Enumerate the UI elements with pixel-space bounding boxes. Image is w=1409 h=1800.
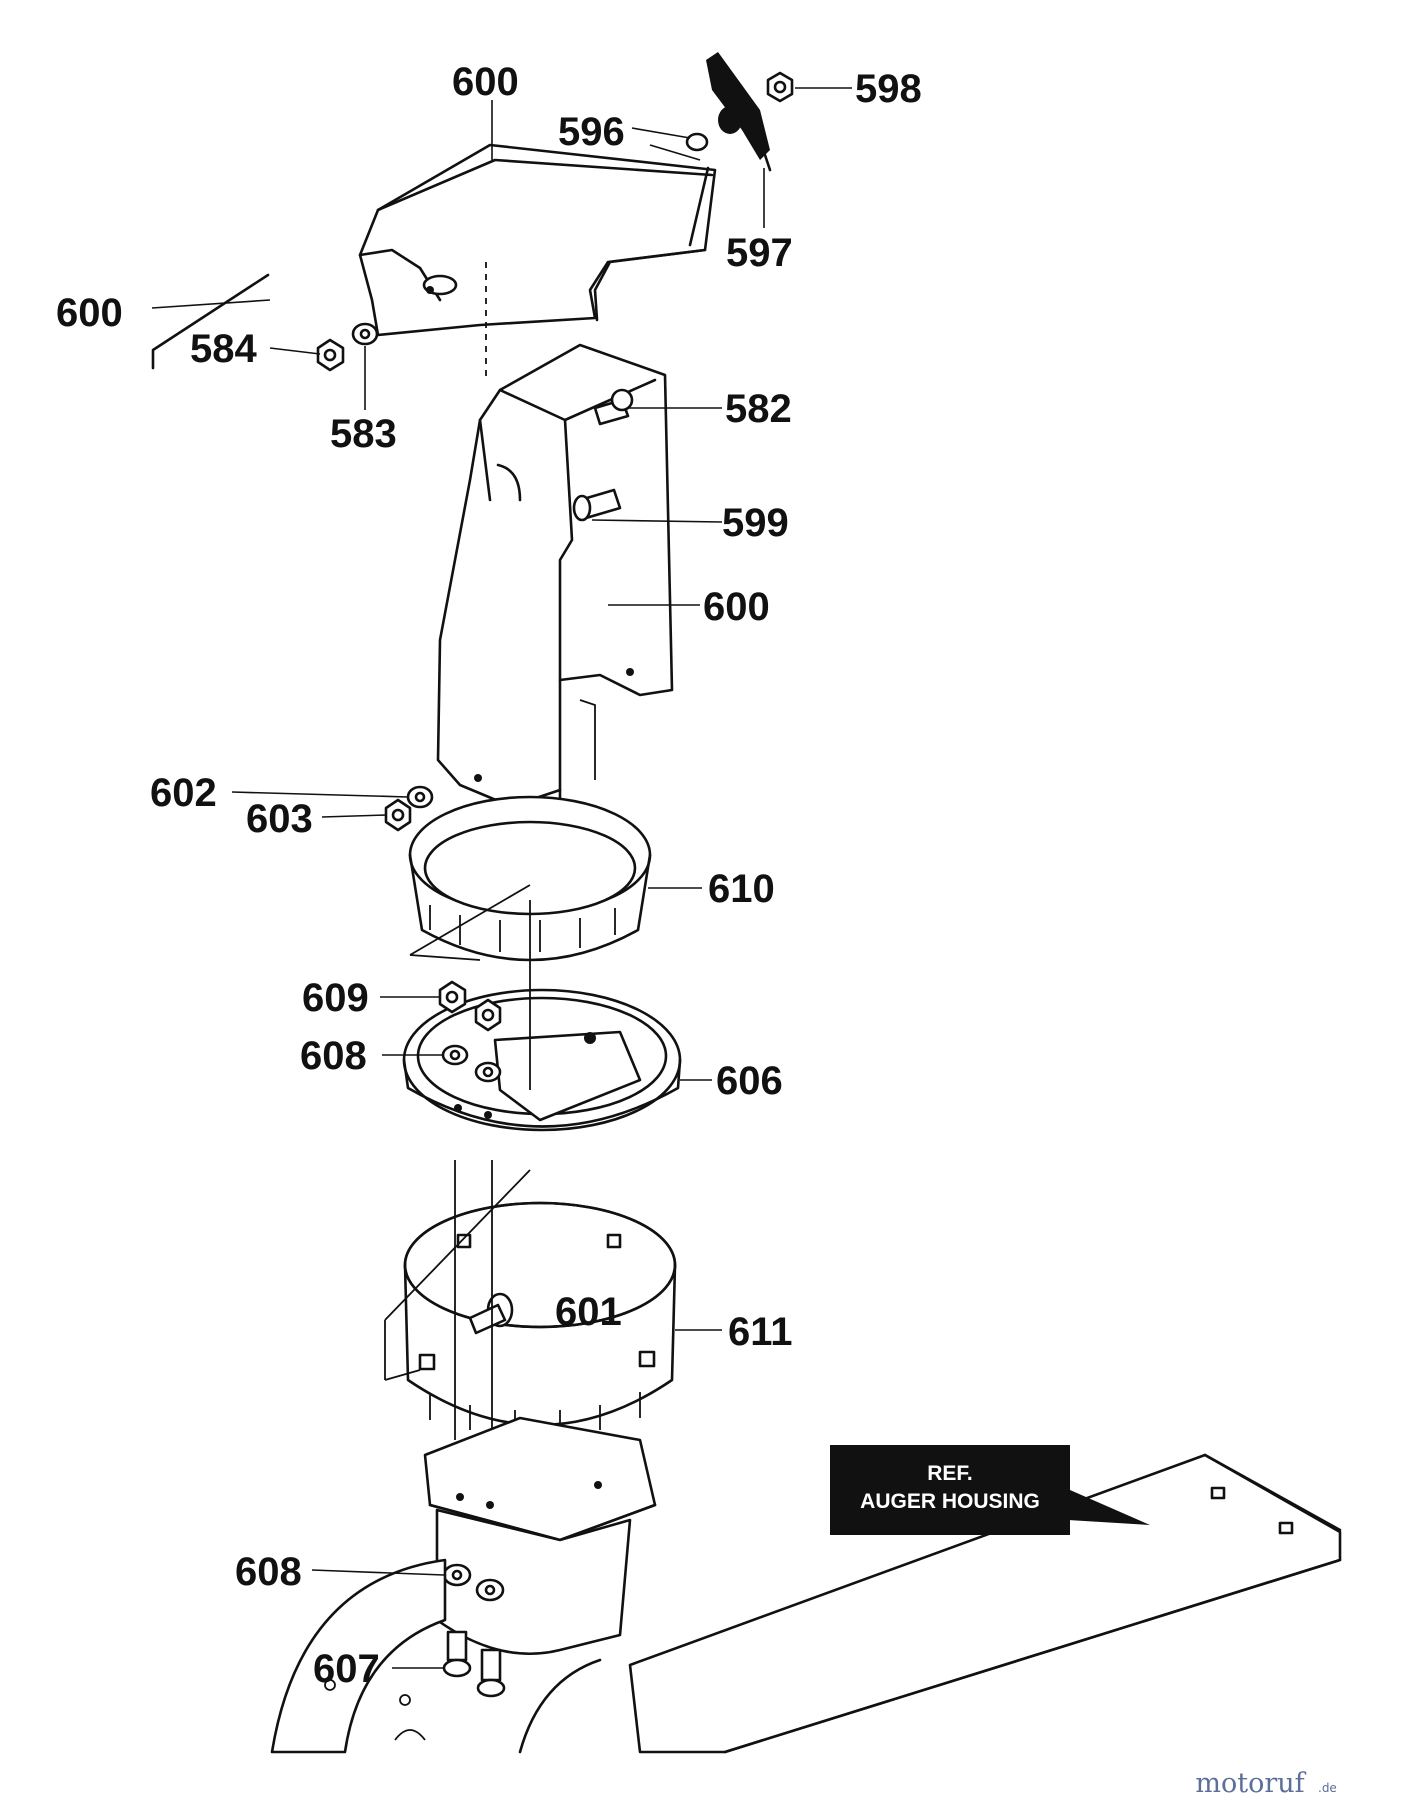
callout-607: 607 [313,1647,380,1691]
callout-600-chute: 600 [703,585,770,629]
chute-deflector [358,143,717,380]
callout-601: 601 [555,1290,622,1334]
bolt-607 [442,1630,506,1698]
auger-housing [270,1453,1342,1754]
callout-600-deflector: 600 [452,60,519,104]
ring-610 [408,795,652,962]
nut-609 [438,980,502,1032]
callout-583: 583 [330,412,397,456]
watermark: motoruf .de [1195,1768,1336,1799]
callout-608-upper: 608 [300,1034,367,1078]
knob-597 [706,52,772,172]
callout-602: 602 [150,771,217,815]
callout-606: 606 [716,1059,783,1103]
ref-line1: REF. [927,1462,973,1485]
callout-597: 597 [726,231,793,275]
callout-609: 609 [302,976,369,1020]
callout-596: 596 [558,110,625,154]
callout-603: 603 [246,797,313,841]
leader-lines [151,87,852,1669]
callout-611: 611 [728,1310,793,1354]
ring-611 [403,1201,677,1438]
callout-610: 610 [708,867,775,911]
chute-adapter [423,1416,657,1656]
nut-598 [766,71,794,103]
bolt-582 [593,388,634,426]
callout-584: 584 [190,327,257,371]
bolt-601 [468,1292,514,1335]
nut-603 [384,798,412,832]
callout-582: 582 [725,387,792,431]
watermark-brand: motoruf [1195,1768,1306,1799]
watermark-tld: .de [1318,1781,1337,1795]
plate-606 [402,900,682,1132]
nut-584 [316,338,345,372]
upper-chute [436,343,674,812]
reference-box: REF. AUGER HOUSING [830,1445,1150,1535]
ref-line2: AUGER HOUSING [860,1490,1040,1513]
bolt-599 [572,488,622,522]
rod-600 [151,273,270,370]
washer-608-lower [442,1563,505,1602]
callout-598: 598 [855,67,922,111]
washer-596 [685,132,709,152]
callout-608-lower: 608 [235,1550,302,1594]
callout-600-rod: 600 [56,291,123,335]
callout-599: 599 [722,501,789,545]
callout-labels: 600 596 598 597 600 584 583 582 599 600 … [56,60,922,1691]
